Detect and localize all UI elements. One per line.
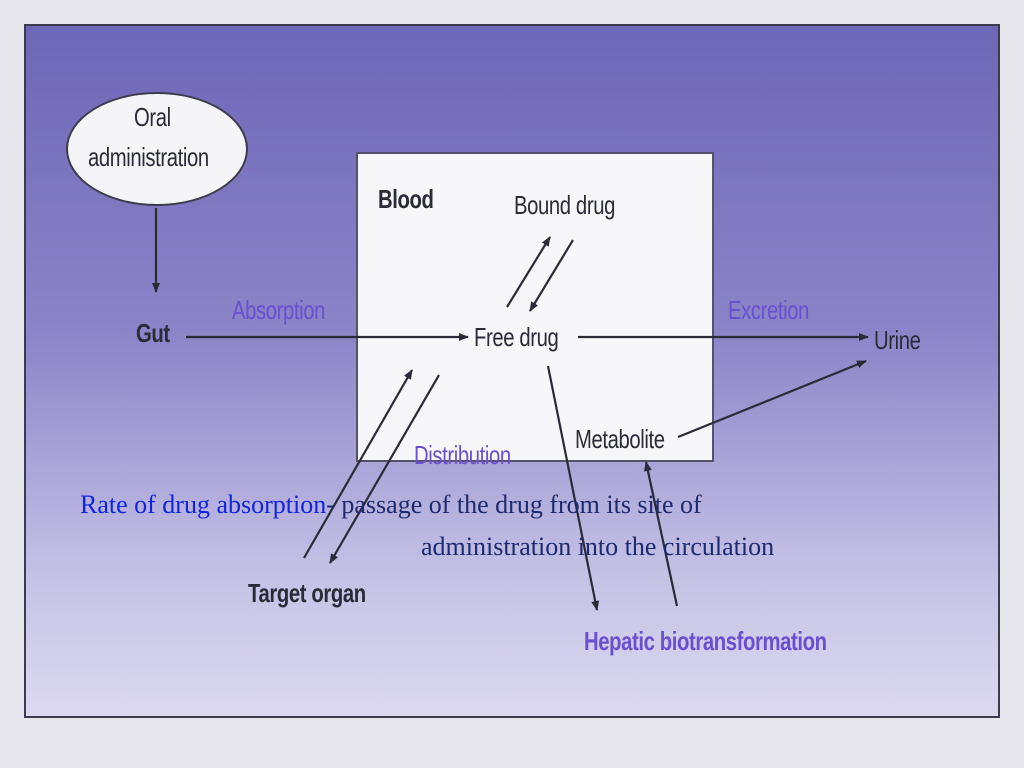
arrow-metabolite-to-urine [677, 359, 867, 439]
arrow-target-to-free [303, 369, 413, 559]
arrow-free-to-hepatic [546, 365, 600, 611]
caption-line-1: Rate of drug absorption- passage of the … [80, 490, 702, 520]
oral-administration-ellipse [66, 92, 248, 206]
arrow-bound-to-free [529, 239, 574, 312]
caption-term: Rate of drug absorption [80, 490, 327, 519]
hepatic-biotransformation-label: Hepatic biotransformation [584, 626, 827, 656]
gut-label: Gut [136, 318, 170, 348]
metabolite-label: Metabolite [575, 424, 665, 454]
excretion-label: Excretion [728, 295, 810, 325]
distribution-label: Distribution [414, 440, 511, 470]
arrow-free-to-target [329, 374, 440, 564]
administration-label: administration [88, 142, 209, 172]
absorption-label: Absorption [232, 295, 326, 325]
target-organ-label: Target organ [248, 578, 366, 608]
blood-label: Blood [378, 184, 434, 214]
caption-definition-line-1: - passage of the drug from its site of [326, 490, 702, 519]
arrow-free-to-bound [506, 236, 551, 308]
caption-definition-line-2: administration into the circulation [421, 532, 775, 561]
slide-panel [24, 24, 1000, 718]
arrow-hepatic-to-metabolite [643, 461, 679, 607]
urine-label: Urine [874, 325, 921, 355]
oral-label: Oral [134, 102, 171, 132]
free-drug-label: Free drug [474, 322, 559, 352]
bound-drug-label: Bound drug [514, 190, 615, 220]
